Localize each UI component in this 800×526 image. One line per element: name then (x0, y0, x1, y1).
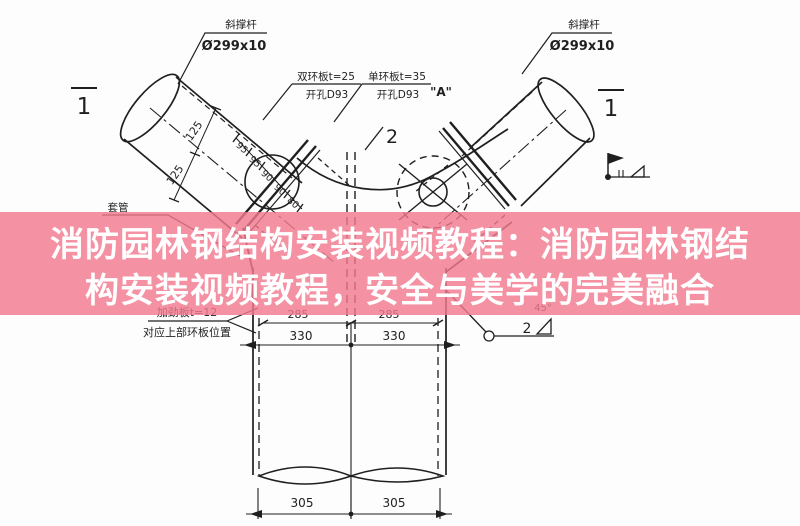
ring-plate-hole-label: 开孔D93 (306, 88, 348, 101)
section-number: 1 (77, 94, 92, 120)
overlay-title-line1: 消防园林钢结构安装视频教程：消防园林钢结 (50, 225, 750, 265)
callout-ring-right (333, 83, 431, 123)
pipe-edge (520, 137, 591, 207)
section-number: 1 (604, 96, 619, 122)
dim-row-305 (246, 480, 452, 519)
pipe-end-ellipse (119, 73, 181, 143)
hidden-line (317, 157, 351, 187)
fillet-weld-icon (629, 164, 645, 178)
right-brace-pipe (414, 77, 595, 245)
saddle-curve (296, 128, 509, 191)
flange-plate (442, 127, 510, 207)
brace-name-label: 斜撑杆 (568, 18, 600, 31)
callout-ring-left (262, 83, 361, 121)
ring-plate-label: 双环板t=25 (297, 70, 355, 83)
dim-chain-ringplates (232, 133, 304, 213)
dim-row-330 (240, 313, 460, 353)
hidden-line (461, 91, 533, 157)
flange-plate (438, 130, 506, 210)
overlay-title-line2: 构安装视频教程，安全与美学的完美融合 (85, 271, 715, 311)
dim-label: 330 (383, 329, 406, 343)
dim-label: 305 (383, 496, 406, 510)
field-weld-flag (605, 153, 650, 180)
sleeve-label: 套管 (108, 201, 129, 214)
section-mark-2: 2 (364, 126, 398, 151)
dim-label: 330 (290, 329, 313, 343)
hidden-line (181, 85, 293, 179)
ring-plate-hole-left (244, 154, 300, 210)
section-mark-1-left: 1 (71, 87, 97, 120)
dim-row-285 (257, 319, 444, 327)
brace-name-label: 斜撑杆 (225, 18, 257, 31)
ring-plate-label: 单环板t=35 (368, 70, 426, 83)
weld-count-label: 2 (523, 321, 532, 337)
ring-plate-hole-label: 开孔D93 (377, 88, 419, 101)
flange-plate (449, 121, 517, 201)
detail-ref-label: "A" (430, 85, 452, 99)
callout-right-brace (521, 32, 612, 75)
section-mark-1-right: 1 (598, 89, 624, 122)
ring-plate-hole-right (418, 177, 448, 207)
pipe-break-symbol (348, 467, 446, 483)
pipe-edge (175, 76, 303, 184)
fillet-weld-icon (535, 317, 552, 335)
flag-icon (608, 153, 624, 164)
stiffener-position-label: 对应上部环板位置 (143, 325, 231, 339)
brace-spec-label: Ø299x10 (202, 39, 267, 54)
cross-line (398, 163, 468, 221)
brace-spec-label: Ø299x10 (550, 39, 615, 54)
title-band-overlay (0, 212, 800, 315)
callout-left-brace (177, 32, 267, 85)
dim-chain-125 (168, 105, 222, 203)
dim-label: 305 (291, 496, 314, 510)
ring-plate-dashed (396, 155, 470, 229)
section-number: 2 (386, 126, 398, 148)
